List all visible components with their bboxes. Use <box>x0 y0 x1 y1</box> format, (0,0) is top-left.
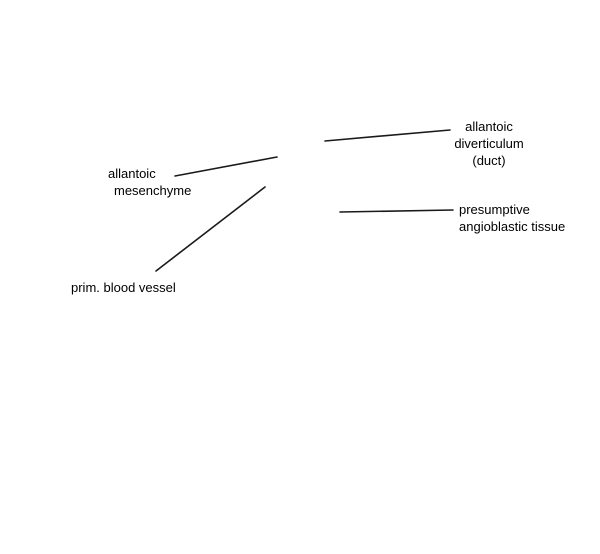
label-line: diverticulum <box>454 136 524 151</box>
label-presumptive-angioblastic-tissue: presumptive angioblastic tissue <box>459 201 565 235</box>
label-allantoic-diverticulum: allantoic diverticulum (duct) <box>449 118 529 169</box>
label-line: angioblastic tissue <box>459 219 566 234</box>
label-line: presumptive <box>459 202 530 217</box>
label-prim-blood-vessel: prim. blood vessel <box>71 279 176 296</box>
label-line: (duct) <box>472 153 506 168</box>
leader-line-blood-vessel <box>155 186 266 272</box>
label-line: allantoic <box>108 166 156 181</box>
label-line: prim. blood vessel <box>71 280 176 295</box>
label-allantoic-mesenchyme: allantoic mesenchyme <box>108 165 191 199</box>
label-line: mesenchyme <box>114 183 192 198</box>
leader-line-diverticulum <box>324 129 451 142</box>
leader-line-mesenchyme <box>174 156 278 177</box>
label-line: allantoic <box>465 119 513 134</box>
leader-line-angioblastic <box>339 209 454 213</box>
